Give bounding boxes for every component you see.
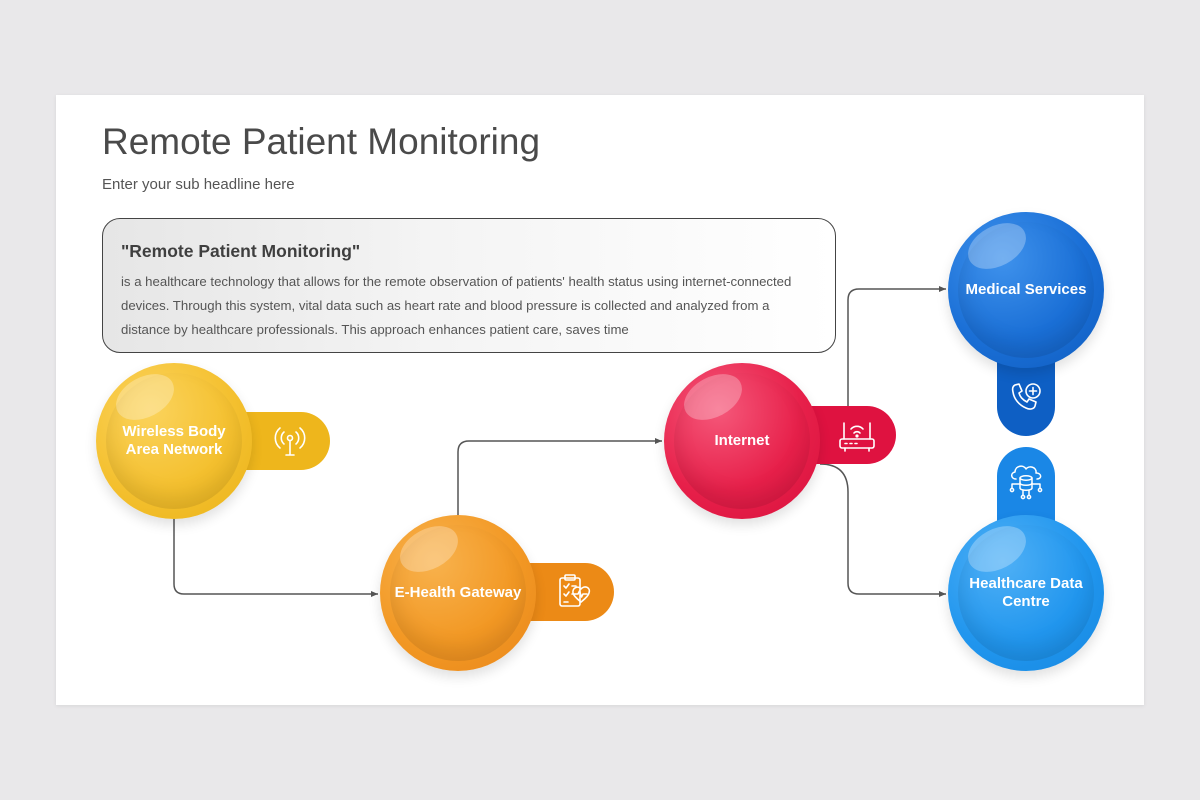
- node-label: Wireless Body Area Network: [122, 423, 226, 458]
- page-subtitle: Enter your sub headline here: [102, 176, 295, 193]
- description-text: is a healthcare technology that allows f…: [121, 274, 792, 337]
- node-wireless-body-area-network[interactable]: Wireless Body Area Network: [96, 363, 252, 519]
- node-healthcare-data-centre[interactable]: Healthcare Data Centre: [948, 515, 1104, 671]
- node-e-health-gateway[interactable]: E-Health Gateway: [380, 515, 536, 671]
- clipboard-heart-icon: [559, 574, 591, 607]
- description-box: "Remote Patient Monitoring" is a healthc…: [102, 218, 836, 353]
- node-label: Healthcare Data Centre: [969, 575, 1083, 610]
- node-label: Medical Services: [965, 281, 1087, 298]
- wifi-router-icon: [839, 422, 875, 452]
- antenna-signal-icon: [274, 427, 306, 456]
- page-title: Remote Patient Monitoring: [102, 121, 541, 162]
- phone-medical-icon: [1011, 383, 1041, 410]
- description-heading: "Remote Patient Monitoring": [121, 241, 361, 261]
- node-internet[interactable]: Internet: [664, 363, 820, 519]
- node-label: Internet: [714, 432, 770, 449]
- node-label: E-Health Gateway: [394, 584, 522, 601]
- cloud-database-icon: [1009, 465, 1043, 500]
- node-medical-services[interactable]: Medical Services: [948, 212, 1104, 368]
